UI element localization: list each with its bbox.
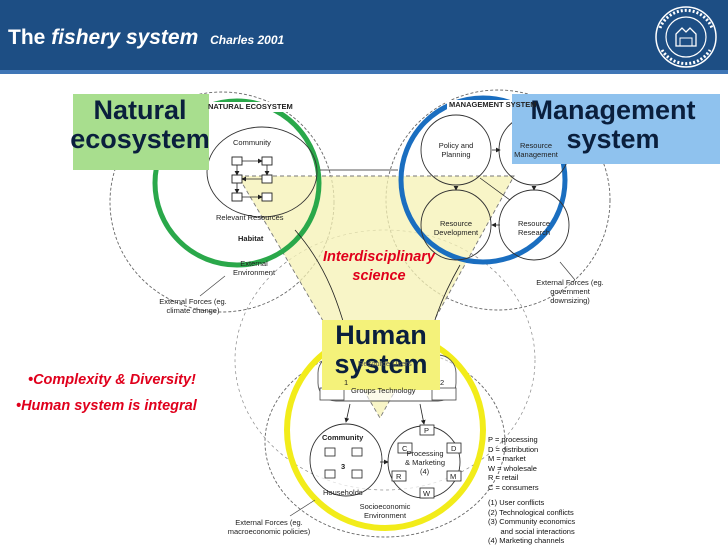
natural-heading: NATURAL ECOSYSTEM: [208, 102, 293, 111]
human-system-label: Human system: [334, 320, 428, 379]
natural-environment: External Environment: [232, 259, 276, 277]
human-num-2: 2: [440, 378, 445, 387]
natural-community: Community: [233, 138, 271, 147]
human-num-3: 3: [341, 462, 346, 471]
human-processing: Processing & Marketing: [404, 449, 446, 467]
legend-note: (2) Technological conflicts: [488, 507, 574, 517]
legend-item: D = distribution: [488, 444, 539, 454]
title-prefix: The: [8, 26, 46, 49]
management-heading: MANAGEMENT SYSTEM: [449, 100, 537, 109]
bullet-human-integral: •Human system is integral: [16, 398, 197, 414]
node-d: D: [451, 444, 457, 453]
human-resource-users: Resource Users: [358, 359, 412, 368]
legend-note: and social interactions: [488, 526, 575, 536]
header-stripe: [0, 70, 728, 74]
title-author: Charles 2001: [210, 33, 285, 47]
page-title: The fishery system Charles 2001: [8, 26, 284, 50]
management-resource-mgmt: Resource Management: [514, 141, 558, 159]
legend-item: W = wholesale: [488, 463, 537, 473]
natural-heading-bg: [206, 102, 306, 112]
legend-item: P = processing: [488, 435, 538, 444]
human-community: Community: [322, 433, 364, 442]
natural-label-box: [73, 94, 209, 170]
university-seal-icon: [655, 6, 717, 68]
management-resource-research: Resource Research: [517, 219, 551, 237]
natural-resources: Relevant Resources: [216, 213, 284, 222]
human-label-box: [322, 320, 440, 390]
policy-circle: [420, 114, 492, 186]
natural-forces: External Forces (eg. climate change): [159, 297, 227, 315]
interdisciplinary-science-label: Interdisciplinary science: [322, 249, 435, 284]
management-system-circle: [398, 95, 568, 265]
legend-note: (1) User conflicts: [488, 498, 545, 507]
node-m: M: [450, 472, 457, 481]
management-label-box: [512, 94, 720, 164]
management-system-label: Management system: [530, 95, 696, 154]
legend-item: C = consumers: [488, 482, 539, 492]
interdisciplinary-triangle: [237, 175, 515, 419]
node-c: C: [402, 444, 408, 453]
legend-note: (4) Marketing channels: [488, 536, 565, 545]
human-environment: Socioeconomic Environment: [359, 502, 411, 520]
natural-habitat: Habitat: [238, 234, 264, 243]
natural-ecosystem-label: Natural ecosystem: [70, 95, 210, 154]
legend-item: R = retail: [488, 473, 519, 482]
header-bar: The fishery system Charles 2001: [0, 0, 728, 74]
node-w: W: [423, 489, 431, 498]
management-forces: External Forces (eg. government downsizi…: [536, 278, 604, 305]
bullet-complexity: •Complexity & Diversity!: [28, 372, 196, 388]
human-forces: External Forces (eg. macroeconomic polic…: [227, 518, 311, 536]
management-resource-dev: Resource Development: [433, 219, 479, 237]
human-num-1: 1: [344, 378, 349, 387]
legend-list: P = processing D = distribution M = mark…: [488, 435, 575, 546]
management-policy: Policy and Planning: [438, 141, 474, 159]
node-r: R: [396, 472, 402, 481]
title-italic: fishery system: [51, 26, 199, 49]
human-groups-technology: Groups Technology: [351, 386, 416, 395]
natural-ecosystem-circle: [152, 98, 322, 268]
human-num-4: (4): [420, 467, 430, 476]
human-households: Households: [323, 488, 363, 497]
legend-note: (3) Community economics: [488, 517, 576, 526]
community-circle: [206, 126, 318, 218]
legend-item: M = market: [488, 454, 526, 463]
node-p: P: [424, 426, 430, 435]
management-environment-outline: [385, 89, 611, 311]
